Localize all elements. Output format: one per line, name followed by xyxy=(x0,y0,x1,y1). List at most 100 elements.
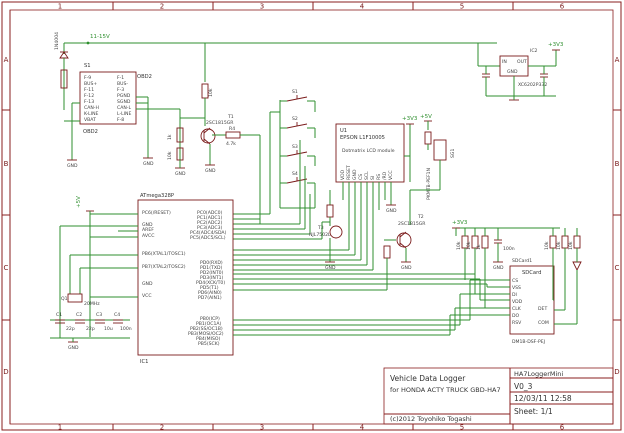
obd2-connector: S1 OBD2 OBD2 F-9 BUS+ F-11 F-12 F-13 CAN… xyxy=(64,63,180,169)
lcd-pin: GND xyxy=(352,169,358,180)
obd2-pin-right: L-LINE xyxy=(117,111,131,117)
sd-pin: RSV xyxy=(512,320,522,326)
transistor-t2-name: 2SC1815GR xyxy=(398,221,426,227)
col-label-4-bottom: 4 xyxy=(360,424,365,432)
transistor-t2-ref: T2 xyxy=(417,214,424,220)
lcd-module: U1 EPSON L1F10005 Dotmatrix LCD module V… xyxy=(233,116,418,271)
cap-label: C2 xyxy=(76,312,82,318)
resistor-r3-value: 10k xyxy=(167,151,173,160)
obd2-pin-right: CAN-L xyxy=(117,105,131,111)
title-block-title: Vehicle Data Logger xyxy=(390,374,466,383)
mcu-support-circuit: +5V Q1 20MHz C1 C2 C3 C4 22p 22p 10u 100 xyxy=(50,196,138,351)
row-label-c-right: C xyxy=(615,264,620,272)
col-label-3-top: 3 xyxy=(260,3,264,11)
mcu-pin-left: PB6(XTAL1/TOSC1) xyxy=(142,251,186,257)
cap-label: C4 xyxy=(114,312,120,318)
mcu-pin-right: PB2(SS/OC1B) xyxy=(190,326,223,332)
gnd-label: GND xyxy=(143,161,154,167)
col-label-2-bottom: 2 xyxy=(160,424,164,432)
sd-pin: VSS xyxy=(512,285,521,291)
obd2-pin-right: SGND xyxy=(117,99,131,105)
cap-value: 22p xyxy=(66,326,75,332)
buzzer-driver: +5V SG1 PKMTB-PEF1N T2 2SC1815GR GND xyxy=(233,114,456,291)
resistor-r1-value: 10k xyxy=(208,88,214,97)
row-label-a-right: A xyxy=(615,56,620,64)
sd-pin: VDD xyxy=(512,299,523,305)
lcd-pin: RESET xyxy=(346,165,352,180)
sd-part: DM1B-DSF-PEJ xyxy=(512,339,545,345)
lcd-ref: U1 xyxy=(340,128,347,134)
mcu-pin-right: PB5(SCK) xyxy=(198,341,220,347)
sd-pin: DI xyxy=(512,292,517,298)
col-label-2-top: 2 xyxy=(160,3,164,11)
phototransistor-t3-name: NJL7502L xyxy=(309,232,331,238)
lcd-pin: CS xyxy=(358,174,364,180)
net-label-vcc2-lcd: +3V3 xyxy=(402,116,418,122)
mcu-pin-right: PD7(AIN1) xyxy=(198,295,222,301)
mcu-pin-right: PD3(INT1) xyxy=(200,275,224,281)
resistor-r2-value: 1k xyxy=(167,134,173,140)
obd2-pin-left: F-11 xyxy=(84,87,94,93)
buzzer-ref: SG1 xyxy=(450,149,456,158)
resistor-pullup-value: 1k xyxy=(476,244,482,250)
obd2-pin-right: F-8 xyxy=(117,117,124,123)
transistor-t2-symbol xyxy=(396,232,412,248)
mcu-pin-right: PB4(MISO) xyxy=(196,336,220,342)
mcu-name: ATmega328P xyxy=(140,193,174,199)
obd2-pin-right: BUS- xyxy=(117,81,128,87)
row-label-a-left: A xyxy=(4,56,9,64)
cap-value: 100n xyxy=(503,246,515,252)
obd2-pin-right: PGND xyxy=(117,93,131,99)
row-label-d-right: D xyxy=(614,368,619,376)
switch-s2-ref: S2 xyxy=(292,116,298,122)
mcu-pin-right: PC0(ADC0) xyxy=(197,210,223,216)
regulator-name: XC6202P332 xyxy=(518,82,547,88)
title-block-version: V0_3 xyxy=(514,382,533,391)
gnd-label: GND xyxy=(493,265,504,271)
row-label-d-left: D xyxy=(3,368,8,376)
cap-label: C3 xyxy=(96,312,102,318)
led-symbol xyxy=(572,261,582,272)
mcu-pin-left: AVCC xyxy=(142,233,154,239)
title-block: Vehicle Data Logger for HONDA ACTY TRUCK… xyxy=(383,367,614,425)
crystal-value: 20MHz xyxy=(84,301,100,307)
crystal-ref: Q1 xyxy=(61,296,68,302)
obd2-name-2: OBD2 xyxy=(137,74,152,80)
switch-s1-ref: S1 xyxy=(292,89,298,95)
buzzer-name: PKMTB-PEF1N xyxy=(426,168,432,200)
sd-title: SDCard xyxy=(522,270,541,276)
regulator-pin-in: IN xyxy=(502,59,507,65)
transistor-t1-name: 2SC1815GR xyxy=(206,120,234,126)
obd2-pin-left: VBAT xyxy=(84,117,96,123)
cap-value: 10u xyxy=(104,326,113,332)
crystal-symbol xyxy=(67,293,83,303)
sd-card-section: +3V3 10k 10k 1k 100n GND 10k 10k 10k SDC… xyxy=(449,220,582,345)
lcd-pin: SCL xyxy=(364,171,370,180)
row-label-b-right: B xyxy=(615,160,620,168)
col-label-6-top: 6 xyxy=(560,3,565,11)
cap-value: 22p xyxy=(86,326,95,332)
power-input-section: 11-15V 1N4004 xyxy=(54,32,497,110)
resistor-pullup-value: 10k xyxy=(544,241,550,250)
mcu-pin-right: PB0(ICP) xyxy=(200,316,220,322)
lcd-pin: VDD xyxy=(340,169,346,180)
title-block-date: 12/03/11 12:58 xyxy=(514,394,572,403)
sd-pin: CS xyxy=(512,278,518,284)
obd2-pin-left: BUS+ xyxy=(84,81,97,87)
mcu-pin-right: PC2(ADC2) xyxy=(197,220,223,226)
col-label-5-top: 5 xyxy=(460,3,464,11)
mcu-pin-right: PD4(XCK/T0) xyxy=(196,280,225,286)
sd-pin: CLK xyxy=(512,306,522,312)
resistor-pullup-value: 10k xyxy=(556,241,562,250)
col-label-5-bottom: 5 xyxy=(460,424,464,432)
mcu-pin-left: PC6(/RESET) xyxy=(142,210,171,216)
buzzer-symbol xyxy=(433,139,447,161)
col-label-6-bottom: 6 xyxy=(560,424,565,432)
obd2-pin-left: F-12 xyxy=(84,93,94,99)
mcu-pin-right: PD0(RXD) xyxy=(200,260,223,266)
regulator-pin-out: OUT xyxy=(517,59,527,65)
mcu-pin-right: PC1(ADC1) xyxy=(197,215,223,221)
gnd-label: GND xyxy=(401,265,412,271)
